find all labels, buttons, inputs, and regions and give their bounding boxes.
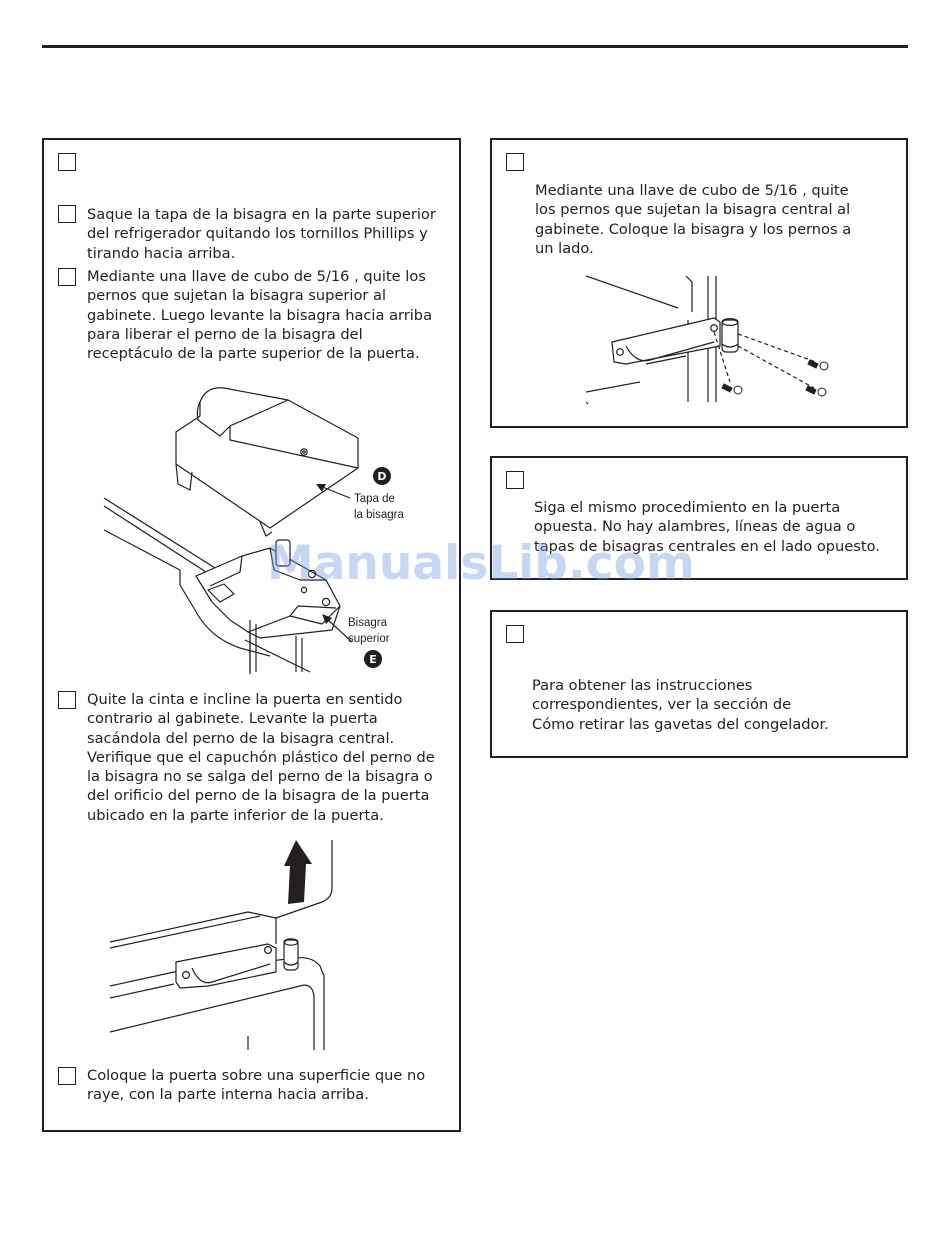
section-checkbox-center-hinge[interactable] — [506, 153, 524, 171]
callout-badge-d — [373, 467, 391, 485]
hinge-cover-label-line1: Tapa de — [354, 493, 395, 505]
hinge-cover-label-line2: la bisagra — [354, 509, 404, 521]
step-text-remove-top-hinge: Mediante una llave de cubo de 5/16 , qui… — [87, 268, 433, 363]
step-text-remove-hinge-cover: Saque la tapa de la bisagra en la parte … — [87, 206, 436, 262]
section-checkbox-left[interactable] — [58, 153, 76, 171]
top-hinge-plate — [195, 547, 341, 633]
hinge-cover-callout-line — [319, 485, 351, 499]
center-hinge-panel — [490, 138, 908, 428]
center-hinge-text: Mediante una llave de cubo de 5/16 , qui… — [535, 182, 852, 257]
step-text-place-door: Coloque la puerta sobre una superficie q… — [87, 1067, 426, 1104]
door-lift-illustration — [109, 840, 333, 1050]
svg-text:D: D — [377, 470, 386, 483]
freezer-drawers-panel — [490, 610, 908, 758]
opposite-door-panel — [490, 456, 908, 580]
step-checkbox-lift-door[interactable] — [58, 691, 76, 709]
header-rule — [42, 45, 908, 48]
section-checkbox-freezer-drawers[interactable] — [506, 625, 524, 643]
section-checkbox-opposite-door[interactable] — [506, 471, 524, 489]
hinge-bolts — [721, 359, 829, 397]
opposite-door-text: Siga el mismo procedimiento en la puerta… — [534, 499, 880, 555]
step-checkbox-remove-hinge-cover[interactable] — [58, 205, 76, 223]
step-checkbox-place-door[interactable] — [58, 1067, 76, 1085]
freezer-drawers-text: Para obtener las instrucciones correspon… — [532, 677, 829, 733]
center-hinge-plate-lift — [175, 943, 277, 989]
door-outline — [109, 840, 333, 943]
top-hinge-callout-line — [325, 617, 353, 643]
lift-up-arrow — [284, 840, 312, 904]
center-hinge-illustration — [586, 275, 829, 405]
top-hinge-label-line2: superior — [348, 633, 390, 645]
svg-text:E: E — [369, 653, 377, 666]
callout-badge-e — [364, 650, 382, 668]
step-checkbox-remove-top-hinge[interactable] — [58, 268, 76, 286]
top-hinge-label-line1: Bisagra — [348, 617, 388, 629]
center-hinge-plate — [611, 317, 721, 365]
top-hinge-illustration: D Tapa de la bisagra Bisagra superior E — [103, 387, 404, 674]
step-text-lift-door: Quite la cinta e incline la puerta en se… — [87, 691, 435, 824]
